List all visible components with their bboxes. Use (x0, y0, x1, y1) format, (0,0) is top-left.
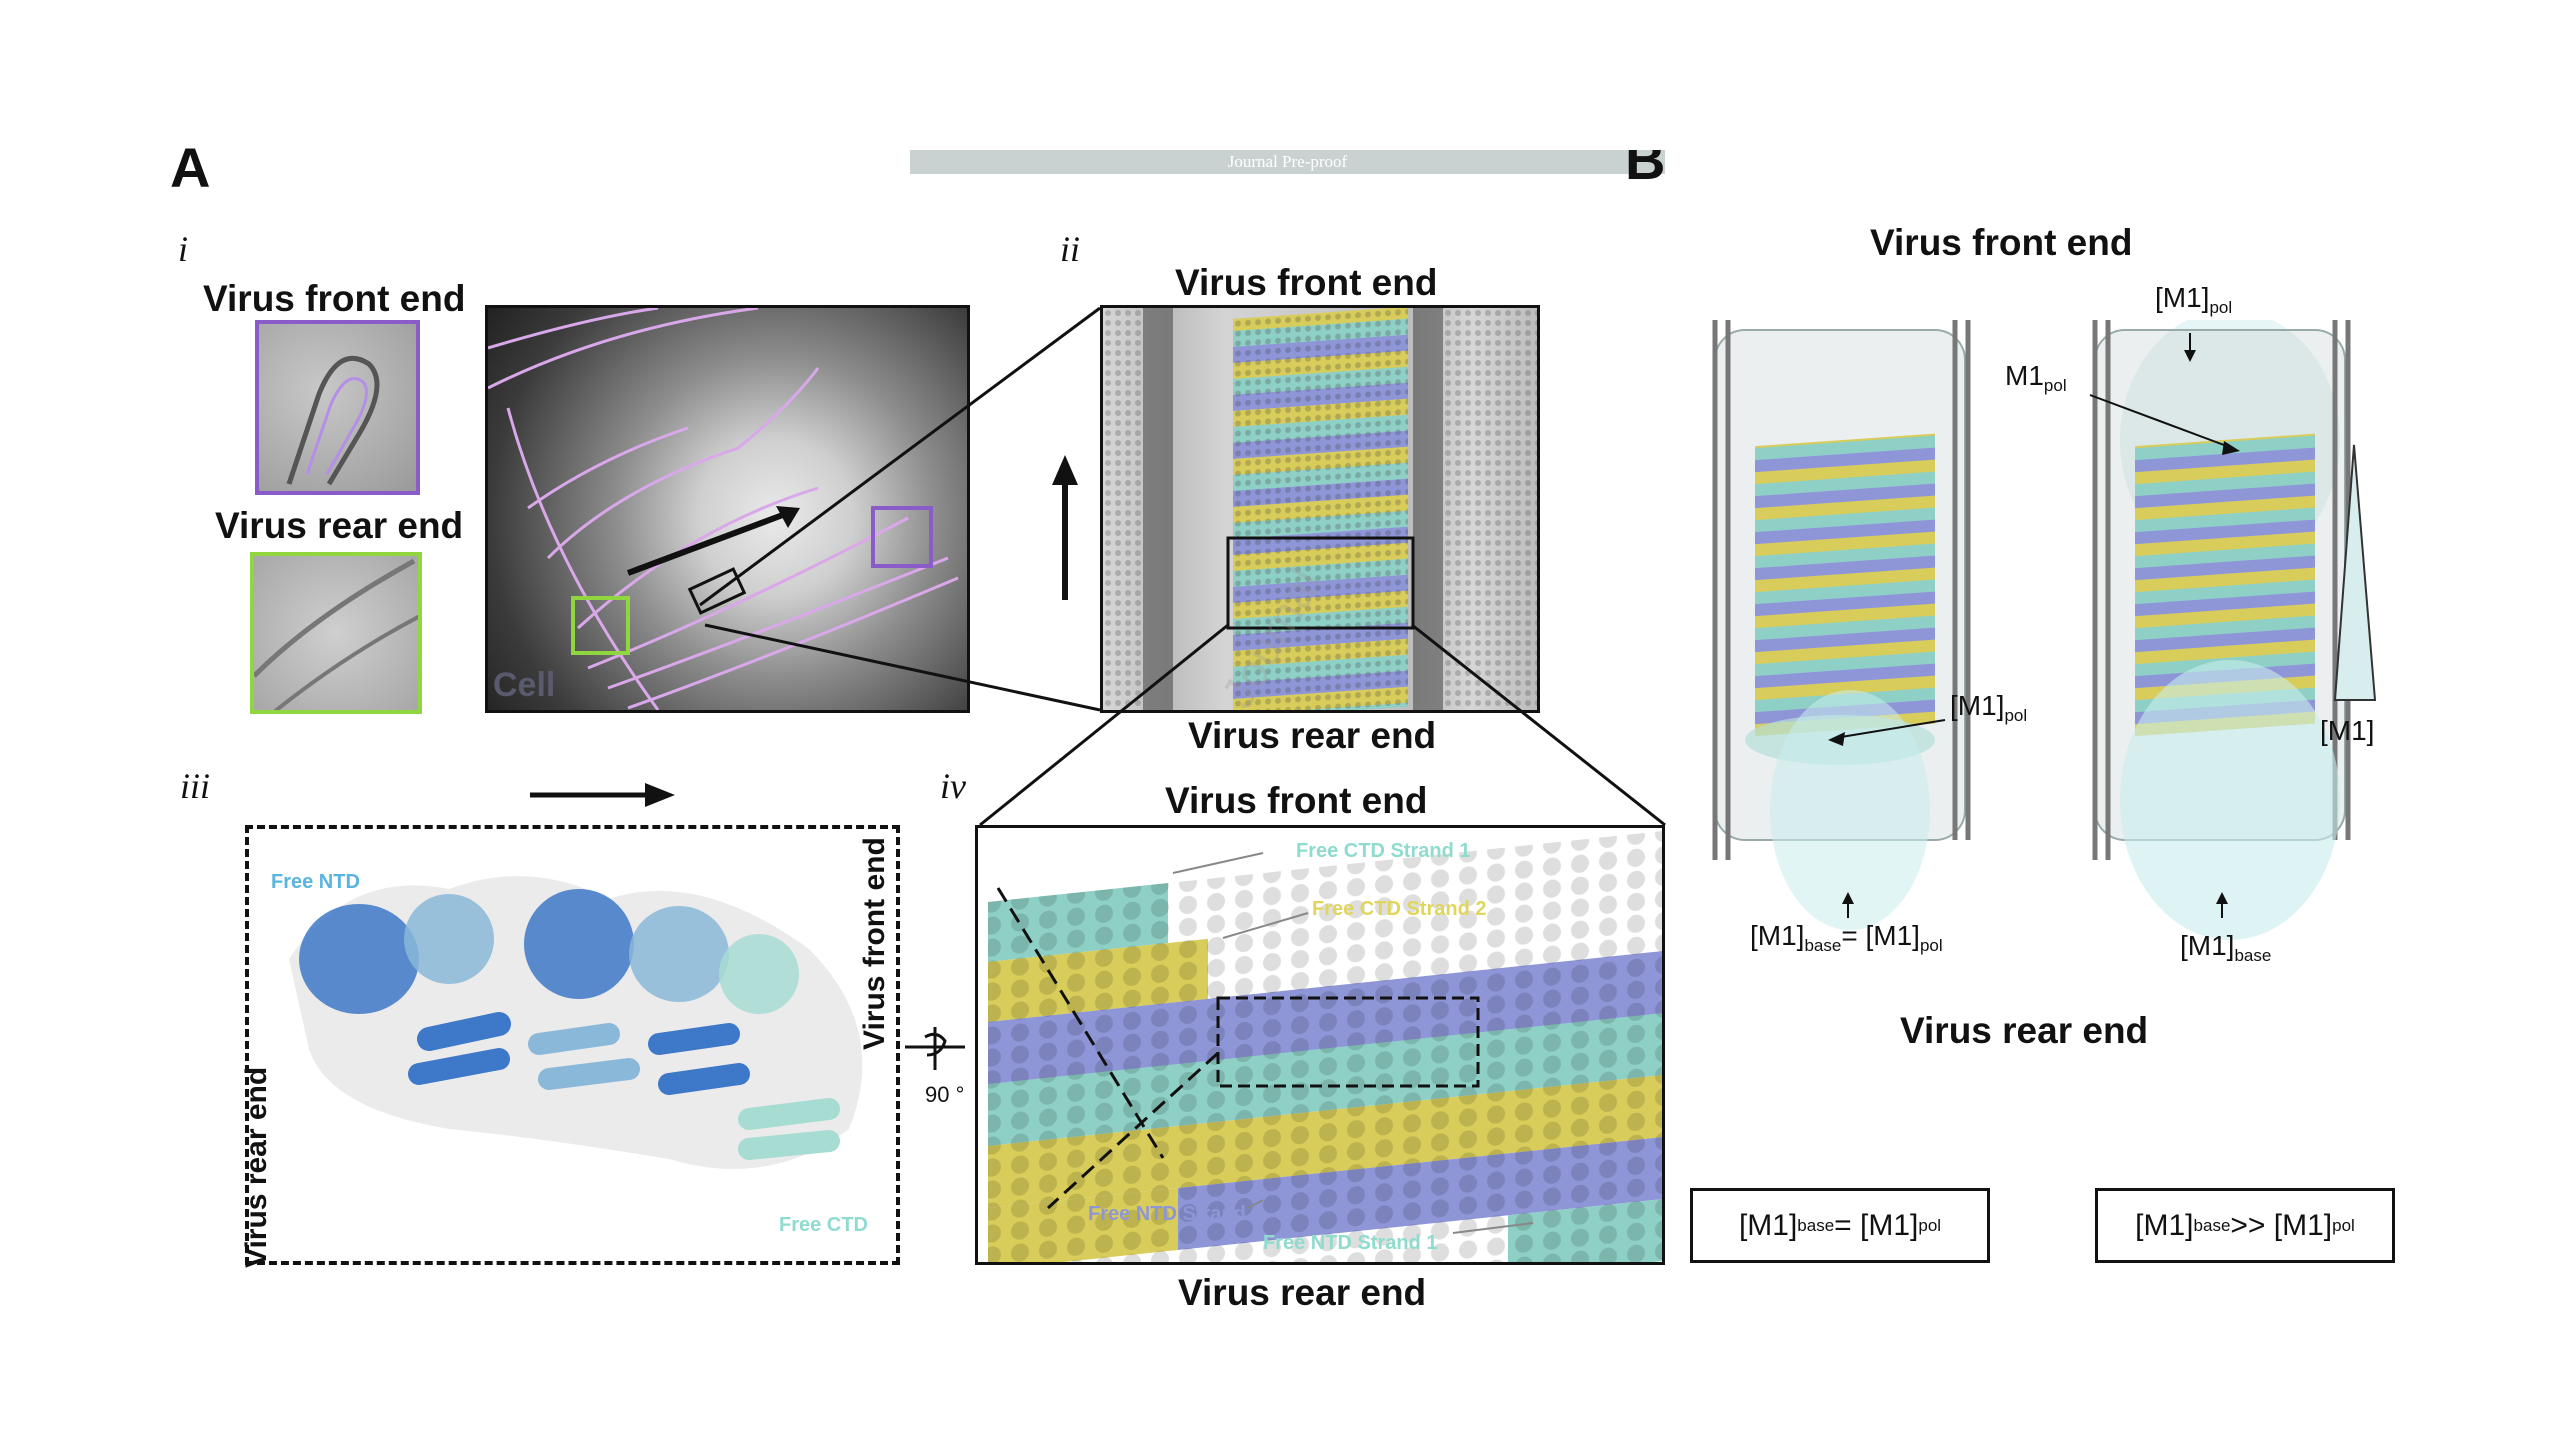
rotation-icon (905, 1025, 965, 1085)
m1-pol-mid-label: [M1]pol (1950, 690, 2027, 726)
m1-plain: M1 (2005, 360, 2044, 391)
front-end-label-iv: Virus front end (1165, 780, 1428, 821)
free-ntd-label: Free NTD (271, 871, 360, 893)
subscript-pol: pol (2209, 298, 2233, 317)
strand-label-ntd3: Free NTD Strand 3 (1088, 1203, 1263, 1225)
rear-end-label-iv: Virus rear end (1178, 1272, 1427, 1313)
direction-arrow-up (1050, 455, 1080, 600)
m1-bracket: [M1] (2155, 282, 2210, 313)
m1-bracket: [M1] (2135, 1208, 2194, 1242)
equals-m1: = [M1] (1841, 920, 1920, 951)
direction-arrow-right (530, 780, 675, 810)
m1-bracket: [M1] (1950, 690, 2005, 721)
rear-end-label-ii: Virus rear end (1188, 715, 1437, 756)
subscript-base: base (2234, 946, 2272, 965)
rear-end-vertical-label: Virus rear end (240, 1066, 273, 1268)
m1-bracket: [M1] (2180, 930, 2235, 961)
m1-bracket: [M1] (1738, 1208, 1798, 1242)
ctd-helices (408, 1012, 840, 1160)
front-end-label-i: Virus front end (203, 278, 466, 319)
much-greater-m1: >> [M1] (2230, 1208, 2333, 1242)
m1-pol-label: M1pol (2005, 360, 2067, 396)
journal-header-bar: Journal Pre-proof (910, 150, 1665, 174)
front-end-label-ii: Virus front end (1175, 262, 1438, 303)
structure-model-box: Free NTD Free CTD (245, 825, 900, 1265)
equals-m1: = [M1] (1834, 1208, 1919, 1242)
strand-label-ctd1: Free CTD Strand 1 (1296, 840, 1471, 862)
m1-gradient-label: [M1] (2320, 715, 2375, 746)
strand-label-ntd1: Free NTD Strand 1 (1263, 1232, 1438, 1254)
subscript-base: base (1797, 1215, 1835, 1235)
condition-box-equal: [M1]base= [M1]pol (1690, 1188, 1990, 1263)
ntd-helices (299, 889, 799, 1014)
strand-density-map: Free CTD Strand 1 Free CTD Strand 2 Free… (975, 825, 1665, 1265)
subscript-base: base (2193, 1215, 2231, 1235)
front-end-vertical-label: Virus front end (858, 837, 891, 1050)
strand-label-ctd2: Free CTD Strand 2 (1312, 898, 1487, 920)
cell-label: Cell (493, 666, 556, 704)
concentration-wedge (2330, 440, 2380, 705)
rear-end-tomogram (250, 552, 422, 714)
subscript-pol: pol (1919, 936, 1943, 955)
subpanel-label-i: i (178, 229, 189, 269)
rear-end-label-b: Virus rear end (1900, 1010, 2149, 1051)
condition-box-excess: [M1]base>> [M1]pol (2095, 1188, 2395, 1263)
panel-letter-b: B (1625, 150, 1666, 188)
panel-letter-a: A (170, 136, 211, 199)
cell-micrograph: Cell (485, 305, 970, 713)
filament-tomogram (1100, 305, 1540, 713)
m1-bracket: [M1] (1750, 920, 1805, 951)
subscript-pol: pol (2332, 1215, 2355, 1235)
subscript-pol: pol (1918, 1215, 1942, 1235)
rotation-angle: 90 ° (925, 1082, 965, 1107)
free-ctd-label: Free CTD (779, 1214, 868, 1236)
rear-end-label-i: Virus rear end (215, 505, 464, 546)
subscript-base: base (1804, 936, 1842, 955)
m1-base-label: [M1]base (2180, 930, 2271, 966)
front-end-label-b: Virus front end (1870, 222, 2133, 263)
subscript-pol: pol (2043, 376, 2067, 395)
m1-pol-top-label: [M1]pol (2155, 282, 2232, 318)
tube-excess-state (2080, 320, 2400, 960)
subpanel-label-iv: iv (940, 766, 966, 806)
tube-equal-state (1700, 320, 2020, 960)
subscript-pol: pol (2004, 706, 2028, 725)
subpanel-label-ii: ii (1060, 229, 1081, 269)
front-end-tomogram (255, 320, 420, 495)
subpanel-label-iii: iii (180, 766, 211, 806)
m1-base-equals-label: [M1]base= [M1]pol (1750, 920, 1943, 956)
